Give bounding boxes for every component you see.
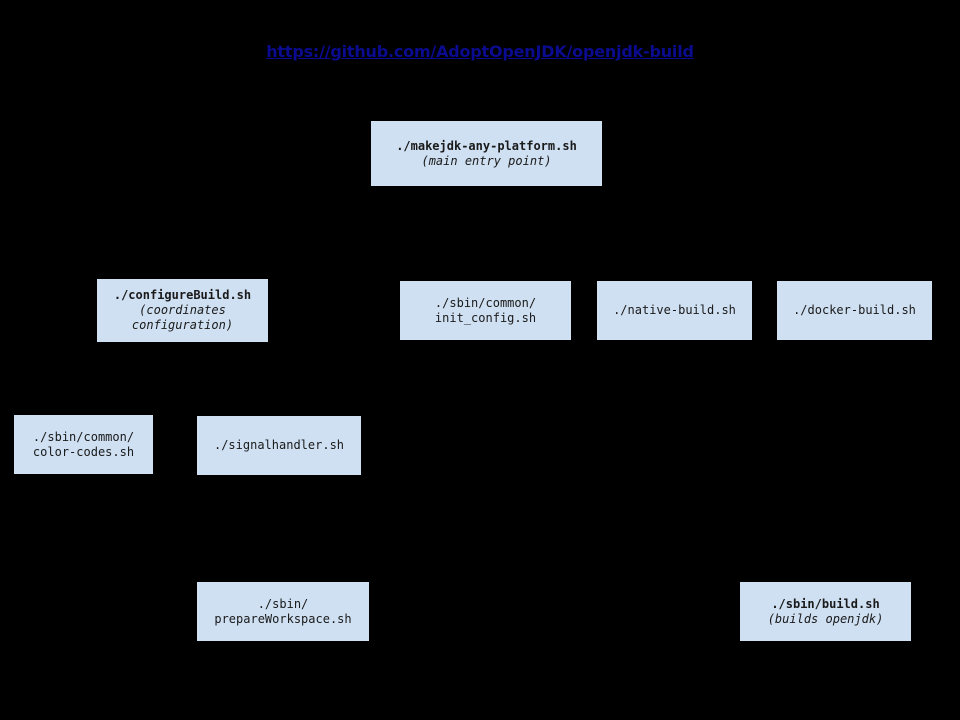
node-label: ./sbin/common/ init_config.sh <box>434 295 537 325</box>
diagram-node-sbin-build[interactable]: ./sbin/build.sh(builds openjdk) <box>740 582 911 641</box>
diagram-node-signalhandler[interactable]: ./signalhandler.sh <box>197 416 361 475</box>
diagram-node-sbin-common-color-codes[interactable]: ./sbin/common/ color-codes.sh <box>14 415 153 474</box>
node-label: ./sbin/ prepareWorkspace.sh <box>214 596 352 626</box>
node-label: ./docker-build.sh <box>793 303 916 317</box>
node-sublabel: (coordinates configuration) <box>131 303 234 332</box>
diagram-node-native-build[interactable]: ./native-build.sh <box>597 281 752 340</box>
diagram-node-docker-build[interactable]: ./docker-build.sh <box>777 281 932 340</box>
node-label: ./configureBuild.sh <box>113 288 252 302</box>
node-label: ./signalhandler.sh <box>213 438 345 452</box>
node-label: ./native-build.sh <box>613 303 736 317</box>
diagram-node-configure-build[interactable]: ./configureBuild.sh(coordinates configur… <box>97 279 268 342</box>
node-label: ./sbin/common/ color-codes.sh <box>32 429 135 459</box>
node-label: ./makejdk-any-platform.sh <box>396 138 577 153</box>
node-sublabel: (builds openjdk) <box>767 611 884 626</box>
diagram-node-sbin-prepare-workspace[interactable]: ./sbin/ prepareWorkspace.sh <box>197 582 369 641</box>
node-label: ./sbin/build.sh <box>771 596 880 611</box>
diagram-node-sbin-common-init-config[interactable]: ./sbin/common/ init_config.sh <box>400 281 571 340</box>
repository-link[interactable]: https://github.com/AdoptOpenJDK/openjdk-… <box>266 42 694 61</box>
diagram-node-makejdk-any-platform[interactable]: ./makejdk-any-platform.sh(main entry poi… <box>371 121 602 186</box>
node-sublabel: (main entry point) <box>421 153 552 168</box>
